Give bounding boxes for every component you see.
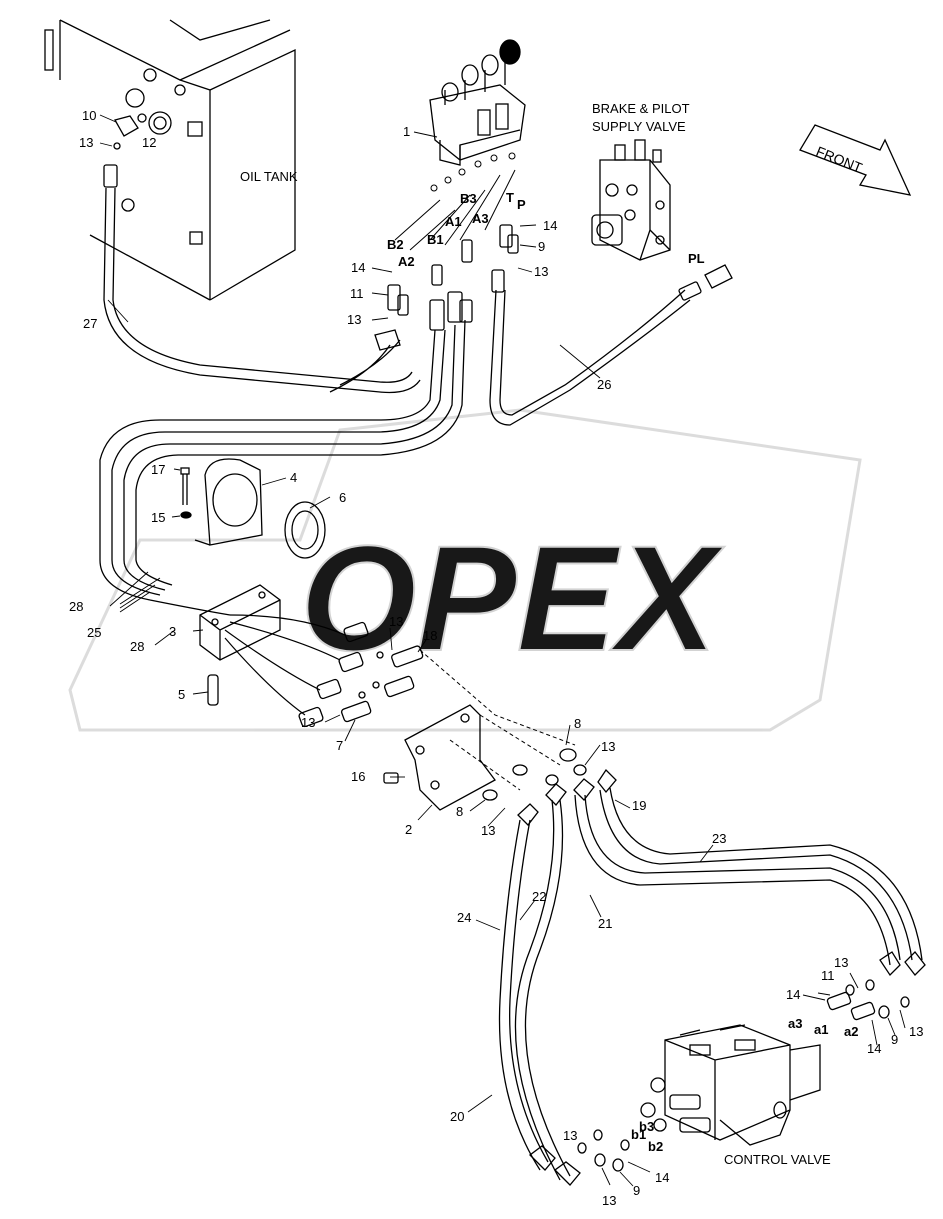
brake-pilot-supply-valve [591, 139, 671, 261]
callout-2: 2 [405, 822, 412, 837]
callout-14c: 14 [786, 987, 800, 1002]
port-A3: A3 [472, 211, 489, 226]
callout-9a: 9 [538, 239, 545, 254]
callout-13k: 13 [563, 1128, 577, 1143]
dashed-leaders [419, 649, 576, 791]
front-arrow [799, 124, 912, 196]
port-B2: B2 [387, 237, 404, 252]
tank-elbow [113, 113, 147, 150]
callout-28b: 28 [130, 639, 144, 654]
callout-11a: 11 [350, 286, 364, 301]
callout-22: 22 [532, 889, 546, 904]
callout-10: 10 [82, 108, 96, 123]
callout-leaders [99, 114, 906, 1187]
port-B1: B1 [427, 232, 444, 247]
callout-18: 18 [423, 628, 437, 643]
callout-numbers: 1 2 3 4 5 6 7 8 8 9 9 9 10 11 11 12 13 1… [69, 108, 923, 1208]
port-a1: a1 [814, 1022, 828, 1037]
port-A1: A1 [445, 214, 462, 229]
callout-1: 1 [403, 124, 410, 139]
callout-19: 19 [632, 798, 646, 813]
front-label: FRONT [814, 143, 865, 176]
callout-13c: 13 [534, 264, 548, 279]
port-P: P [517, 197, 526, 212]
callout-14b: 14 [543, 218, 557, 233]
callout-13f: 13 [601, 739, 615, 754]
port-PL: PL [688, 251, 705, 266]
pilot-hose-bundle [99, 289, 691, 601]
port-b1: b1 [631, 1127, 646, 1142]
pin-5 [207, 674, 219, 706]
callout-3: 3 [169, 624, 176, 639]
callout-4: 4 [290, 470, 297, 485]
callout-13j: 13 [602, 1193, 616, 1208]
clamp-hoses [149, 599, 346, 716]
brake-pilot-label-line1: BRAKE & PILOT [592, 101, 690, 116]
pilot-port-leaders [394, 152, 516, 251]
callout-14d: 14 [867, 1041, 881, 1056]
pilot-control-valve [429, 39, 526, 166]
bracket-fittings [482, 748, 587, 801]
callout-5: 5 [178, 687, 185, 702]
callout-13b: 13 [347, 312, 361, 327]
callout-13g: 13 [481, 823, 495, 838]
bracket-4 [194, 458, 263, 546]
oil-tank [44, 19, 296, 301]
bolt-17 [180, 467, 192, 519]
port-A2: A2 [398, 254, 415, 269]
callout-27: 27 [83, 316, 97, 331]
callout-13a: 13 [79, 135, 93, 150]
bracket-2 [383, 704, 496, 811]
callout-24: 24 [457, 910, 471, 925]
port-a3: a3 [788, 1016, 802, 1031]
callout-14e: 14 [655, 1170, 669, 1185]
brake-pilot-label-line2: SUPPLY VALVE [592, 119, 686, 134]
hoses-19-24 [498, 768, 926, 1186]
callout-7: 7 [336, 738, 343, 753]
watermark-text: OPEX [300, 514, 725, 682]
callout-12: 12 [142, 135, 156, 150]
watermark: OPEX [68, 408, 862, 732]
hose-26 [678, 264, 733, 301]
callout-13i: 13 [909, 1024, 923, 1039]
callout-17: 17 [151, 462, 165, 477]
callout-14a: 14 [351, 260, 365, 275]
callout-20: 20 [450, 1109, 464, 1124]
callout-21: 21 [598, 916, 612, 931]
callout-9c: 9 [633, 1183, 640, 1198]
port-a2: a2 [844, 1024, 858, 1039]
callout-11b: 11 [821, 968, 835, 983]
port-B3: B3 [460, 191, 477, 206]
control-valve-label: CONTROL VALVE [724, 1152, 831, 1167]
callout-23: 23 [712, 831, 726, 846]
port-b2: b2 [648, 1139, 663, 1154]
callout-25: 25 [87, 625, 101, 640]
control-valve-fittings [577, 979, 910, 1172]
grommet-6 [284, 501, 326, 559]
pilot-fittings [374, 224, 519, 351]
callout-13d: 13 [389, 614, 403, 629]
callout-8b: 8 [456, 804, 463, 819]
clamp-block-3 [199, 584, 281, 661]
control-valve [640, 1024, 821, 1146]
hose-27 [103, 164, 421, 394]
port-T: T [506, 190, 514, 205]
callout-13e: 13 [301, 715, 315, 730]
callout-15: 15 [151, 510, 165, 525]
callout-8a: 8 [574, 716, 581, 731]
callout-6: 6 [339, 490, 346, 505]
callout-13h: 13 [834, 955, 848, 970]
oil-tank-label: OIL TANK [240, 169, 298, 184]
callout-28a: 28 [69, 599, 83, 614]
fittings-18 [298, 621, 424, 728]
callout-16: 16 [351, 769, 365, 784]
callout-9b: 9 [891, 1032, 898, 1047]
port-b3: b3 [639, 1119, 654, 1134]
callout-26: 26 [597, 377, 611, 392]
